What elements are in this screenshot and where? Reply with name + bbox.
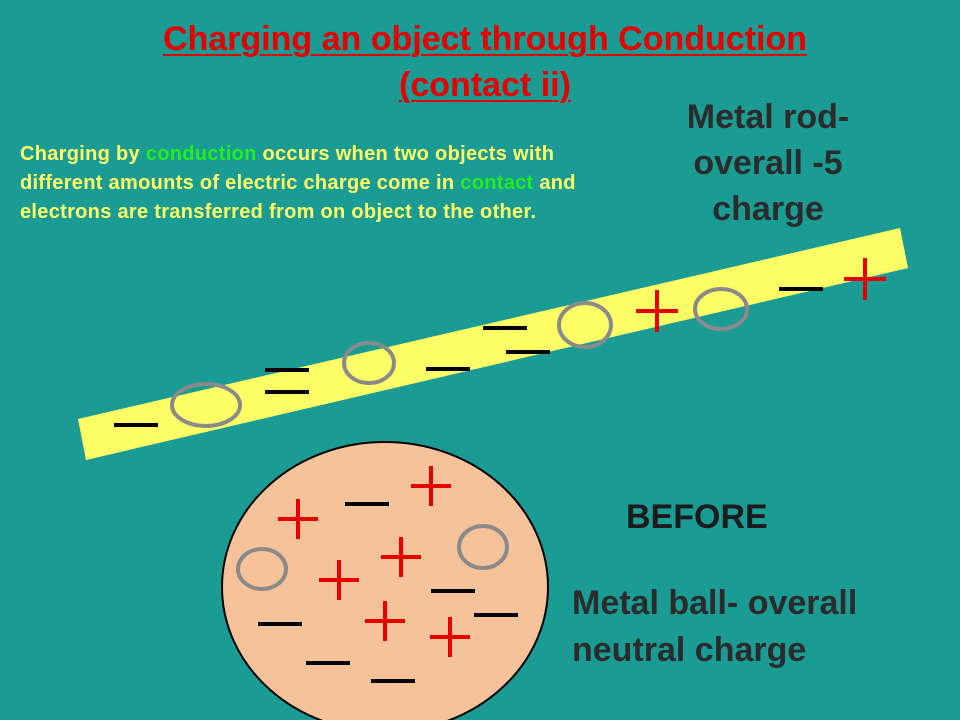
description-part-3: and electrons are transferred from on ob… bbox=[20, 172, 576, 223]
title-line-1: Charging an object through Conduction bbox=[162, 20, 808, 58]
rod-label-line-2: overall -5 bbox=[693, 144, 843, 182]
description-part-1: Charging by bbox=[20, 143, 146, 165]
ball-positive-charge bbox=[381, 537, 421, 577]
rod-label: Metal rod- overall -5 charge bbox=[648, 94, 888, 232]
ball-label: Metal ball- overall neutral charge bbox=[572, 580, 952, 674]
rod-positive-charge bbox=[844, 258, 886, 300]
rod-neutral-particle bbox=[557, 301, 613, 349]
ball-label-line-1: Metal ball- overall bbox=[572, 584, 858, 622]
rod-positive-charges bbox=[636, 258, 886, 332]
description-text: Charging by conduction occurs when two o… bbox=[20, 140, 600, 227]
ball-neutral-particle bbox=[236, 547, 288, 591]
rod-neutral-particle bbox=[170, 382, 242, 428]
title-line-2: (contact ii) bbox=[399, 66, 571, 104]
rod-label-line-1: Metal rod- bbox=[686, 98, 850, 136]
metal-ball bbox=[221, 441, 549, 720]
ball-positive-charge bbox=[365, 601, 405, 641]
ball-positive-charge bbox=[430, 617, 470, 657]
ball-neutral-particle bbox=[457, 524, 509, 570]
ball-positive-charge bbox=[319, 560, 359, 600]
slide-title: Charging an object through Conduction (c… bbox=[40, 16, 930, 108]
before-label: BEFORE bbox=[626, 498, 768, 536]
rod-neutral-particles bbox=[170, 287, 749, 428]
rod-positive-charge bbox=[636, 290, 678, 332]
highlight-contact: contact bbox=[460, 172, 534, 194]
rod-label-line-3: charge bbox=[712, 190, 824, 228]
rod-neutral-particle bbox=[342, 341, 396, 385]
metal-rod bbox=[78, 228, 908, 460]
ball-positive-charge bbox=[411, 466, 451, 506]
ball-positive-charge bbox=[278, 499, 318, 539]
rod-neutral-particle bbox=[693, 287, 749, 331]
rod-negative-charges bbox=[114, 287, 823, 427]
highlight-conduction: conduction bbox=[145, 143, 257, 165]
ball-neutral-particles bbox=[236, 524, 509, 591]
ball-negative-charges bbox=[258, 502, 518, 683]
ball-positive-charges bbox=[278, 466, 470, 657]
description-part-2: occurs when two objects with different a… bbox=[20, 143, 555, 194]
ball-label-line-2: neutral charge bbox=[572, 631, 807, 669]
